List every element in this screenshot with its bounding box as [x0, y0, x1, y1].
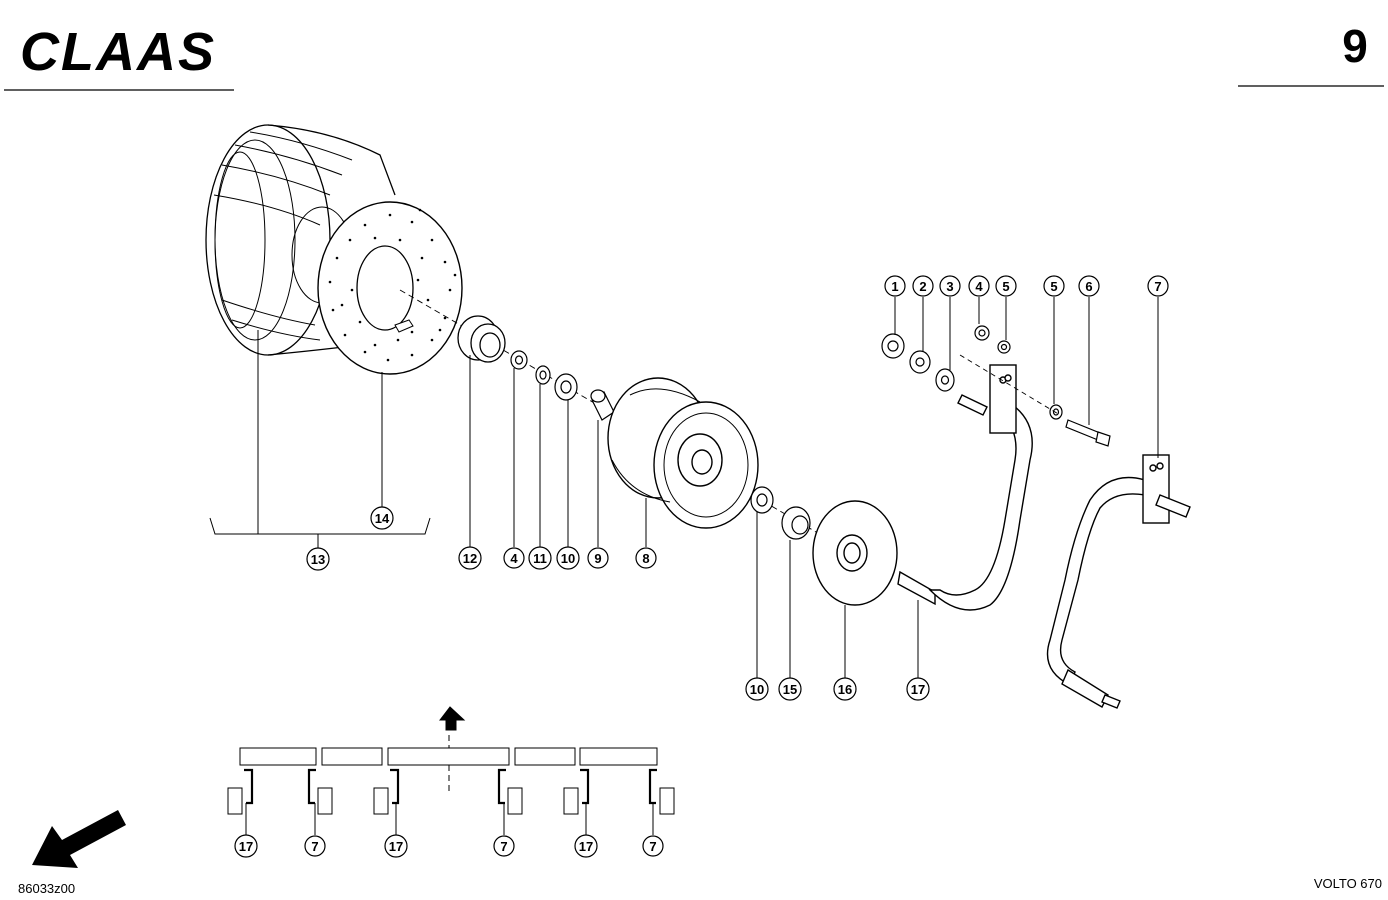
- svg-text:11: 11: [533, 551, 547, 566]
- svg-text:10: 10: [561, 551, 575, 566]
- callout-5-bolt[interactable]: 5: [1043, 275, 1065, 297]
- callout-10-lower[interactable]: 10: [745, 677, 769, 701]
- svg-text:7: 7: [1154, 279, 1161, 294]
- schematic-callouts: 17 7 17 7 17 7: [234, 834, 664, 858]
- svg-text:2: 2: [919, 279, 926, 294]
- wheel-insert-disc: [317, 201, 463, 375]
- drawing-id: 86033z00: [18, 881, 75, 896]
- schematic-callout-7a[interactable]: 7: [304, 835, 326, 857]
- svg-text:3: 3: [946, 279, 953, 294]
- svg-text:13: 13: [311, 552, 325, 567]
- schematic-callout-7c[interactable]: 7: [642, 835, 664, 857]
- callout-14[interactable]: 14: [370, 506, 394, 530]
- svg-text:7: 7: [500, 839, 507, 854]
- hardware-group: [881, 325, 1111, 447]
- schematic-callout-17b[interactable]: 17: [384, 834, 408, 858]
- hardware-axis-line: [959, 354, 1061, 416]
- svg-text:14: 14: [375, 511, 390, 526]
- svg-text:16: 16: [838, 682, 852, 697]
- svg-text:4: 4: [510, 551, 518, 566]
- axle-arm-7: [1046, 454, 1191, 709]
- wheel-rim: [607, 377, 759, 529]
- svg-text:7: 7: [311, 839, 318, 854]
- callout-3[interactable]: 3: [939, 275, 961, 297]
- svg-text:6: 6: [1085, 279, 1092, 294]
- svg-text:17: 17: [911, 682, 925, 697]
- callout-group: 1 2 3 4 5 5 6 7 14 13 12 4 11 10 9 8 10 …: [306, 275, 1169, 701]
- callout-5[interactable]: 5: [995, 275, 1017, 297]
- bush-part-2: [781, 506, 811, 540]
- bush-part: [457, 315, 506, 363]
- leader-lines: [209, 297, 1159, 678]
- callout-9[interactable]: 9: [587, 547, 609, 569]
- callout-17[interactable]: 17: [906, 677, 930, 701]
- svg-text:8: 8: [642, 551, 649, 566]
- svg-text:17: 17: [389, 839, 403, 854]
- direction-arrow-icon: [32, 810, 126, 868]
- svg-text:17: 17: [239, 839, 253, 854]
- hub-cover-disc: [812, 500, 898, 606]
- callout-8[interactable]: 8: [635, 547, 657, 569]
- callout-12[interactable]: 12: [458, 546, 482, 570]
- svg-text:15: 15: [783, 682, 797, 697]
- callout-6[interactable]: 6: [1078, 275, 1100, 297]
- nut-part: [510, 350, 528, 370]
- bearing-part-2: [750, 486, 774, 514]
- svg-text:5: 5: [1002, 279, 1009, 294]
- spacer-tube-part: [590, 389, 615, 421]
- axle-arm-17: [897, 364, 1033, 611]
- callout-4-lower[interactable]: 4: [503, 547, 525, 569]
- svg-text:1: 1: [891, 279, 898, 294]
- model-name: VOLTO 670: [1314, 876, 1382, 891]
- front-arrow-icon: [438, 706, 466, 731]
- svg-text:5: 5: [1050, 279, 1057, 294]
- callout-10[interactable]: 10: [556, 546, 580, 570]
- schematic-callout-17a[interactable]: 17: [234, 834, 258, 858]
- tyre: [205, 124, 396, 356]
- svg-text:7: 7: [649, 839, 656, 854]
- callout-13[interactable]: 13: [306, 547, 330, 571]
- washer-part: [535, 365, 551, 385]
- svg-text:10: 10: [750, 682, 764, 697]
- brand-logo-text: CLAAS: [20, 22, 216, 82]
- schematic-callout-7b[interactable]: 7: [493, 835, 515, 857]
- schematic-callout-17c[interactable]: 17: [574, 834, 598, 858]
- brand-logo: CLAAS: [20, 22, 216, 82]
- callout-16[interactable]: 16: [833, 677, 857, 701]
- callout-4[interactable]: 4: [968, 275, 990, 297]
- callout-7[interactable]: 7: [1147, 275, 1169, 297]
- callout-15[interactable]: 15: [778, 677, 802, 701]
- bearing-part: [554, 373, 578, 401]
- callout-11[interactable]: 11: [528, 546, 552, 570]
- page-number: 9: [1342, 20, 1368, 72]
- svg-text:4: 4: [975, 279, 983, 294]
- callout-1[interactable]: 1: [884, 275, 906, 297]
- svg-text:9: 9: [594, 551, 601, 566]
- callout-2[interactable]: 2: [912, 275, 934, 297]
- svg-text:12: 12: [463, 551, 477, 566]
- svg-text:17: 17: [579, 839, 593, 854]
- position-schematic: [227, 706, 675, 835]
